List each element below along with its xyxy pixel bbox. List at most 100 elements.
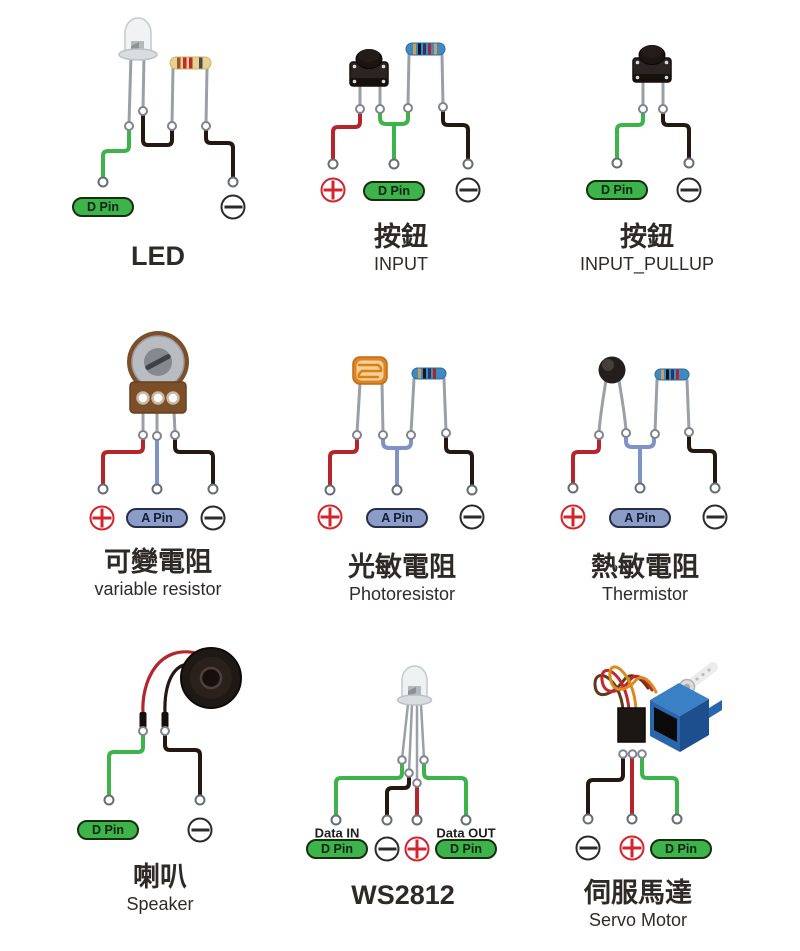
d-pin-label: D Pin bbox=[363, 181, 425, 201]
variable-resistor-title: 可變電阻 bbox=[103, 547, 212, 577]
component-legs bbox=[127, 53, 209, 126]
data-out-label: Data OUT bbox=[436, 825, 496, 841]
black-wire bbox=[173, 435, 215, 489]
panel-variable-resistor: A Pin 可變電阻 variable resistor bbox=[40, 320, 280, 620]
led-component bbox=[118, 17, 158, 61]
green-wire bbox=[107, 731, 145, 800]
plus-terminal-icon bbox=[619, 835, 645, 861]
terminal-dots bbox=[324, 428, 478, 496]
button-input-circuit-drawing bbox=[327, 42, 474, 170]
servo-cable-loops bbox=[593, 665, 658, 712]
terminal-dots bbox=[97, 106, 239, 188]
ws2812-title: WS2812 bbox=[351, 880, 455, 910]
variable-resistor-subtitle: variable resistor bbox=[94, 579, 222, 600]
panel-photoresistor: A Pin 光敏電阻 Photoresistor bbox=[300, 330, 520, 620]
red-wire bbox=[101, 435, 145, 489]
d-pin-label: D Pin bbox=[72, 197, 134, 217]
button-pullup-circuit-drawing bbox=[611, 45, 695, 169]
panel-servo: D Pin 伺服馬達 Servo Motor bbox=[550, 630, 790, 950]
d-pin-label: D Pin bbox=[650, 839, 712, 859]
black-wire bbox=[687, 431, 717, 488]
d-pin-text: D Pin bbox=[601, 182, 633, 197]
black-wire bbox=[163, 731, 202, 800]
thermistor-circuit-drawing bbox=[567, 356, 721, 494]
button-subtitle: INPUT_PULLUP bbox=[579, 254, 715, 275]
green-wire bbox=[378, 109, 410, 164]
speaker-title: 喇叭 bbox=[132, 862, 187, 892]
thermistor-component bbox=[598, 356, 626, 384]
minus-terminal-icon bbox=[459, 504, 485, 530]
resistor-component bbox=[405, 42, 446, 56]
data-in-label: Data IN bbox=[314, 825, 360, 841]
servo-motor-component bbox=[650, 662, 722, 752]
photoresistor-subtitle: Photoresistor bbox=[348, 584, 456, 605]
blue-wire bbox=[624, 433, 656, 488]
button-title: 按鈕 bbox=[374, 222, 428, 252]
black-wire bbox=[441, 107, 470, 164]
black-wire bbox=[385, 773, 411, 819]
green-wire bbox=[615, 109, 645, 163]
photoresistor-title: 光敏電阻 bbox=[348, 552, 456, 582]
terminal-dots bbox=[103, 726, 206, 806]
pushbutton-component bbox=[349, 49, 389, 87]
button-subtitle: INPUT bbox=[374, 254, 428, 275]
speaker-circuit-drawing bbox=[103, 647, 242, 806]
servo-subtitle: Servo Motor bbox=[588, 910, 688, 931]
plus-terminal-icon bbox=[560, 504, 586, 530]
a-pin-label: A Pin bbox=[366, 508, 428, 528]
photoresistor-circuit-drawing bbox=[324, 356, 478, 496]
servo-title: 伺服馬達 bbox=[584, 878, 692, 908]
minus-terminal-icon bbox=[676, 177, 702, 203]
terminal-dots bbox=[611, 104, 695, 169]
d-pin-label: D Pin bbox=[586, 180, 648, 200]
blue-wire bbox=[381, 434, 413, 490]
thermistor-subtitle: Thermistor bbox=[601, 584, 688, 605]
component-legs bbox=[355, 377, 448, 435]
speaker-subtitle: Speaker bbox=[126, 894, 194, 915]
black-wire bbox=[204, 126, 235, 182]
d-pin-text: D Pin bbox=[450, 841, 482, 856]
d-pin-text: D Pin bbox=[321, 841, 353, 856]
data-out-green-wire bbox=[422, 760, 468, 819]
plus-terminal-icon bbox=[404, 836, 430, 862]
speaker-red-lead bbox=[141, 650, 202, 716]
servo-connector-block bbox=[617, 707, 646, 743]
panel-speaker: D Pin 喇叭 Speaker bbox=[40, 630, 280, 940]
minus-terminal-icon bbox=[374, 836, 400, 862]
a-pin-text: A Pin bbox=[624, 510, 656, 525]
d-pin-label: D Pin bbox=[77, 820, 139, 840]
plus-terminal-icon bbox=[317, 504, 343, 530]
panel-title: 按鈕 INPUT_PULLUP bbox=[580, 222, 714, 276]
button-title: 按鈕 bbox=[619, 222, 674, 252]
black-wire bbox=[586, 755, 625, 818]
d-pin-out-label: D Pin bbox=[435, 839, 497, 859]
d-pin-text: D Pin bbox=[378, 183, 410, 198]
minus-terminal-icon bbox=[220, 194, 246, 220]
servo-circuit-drawing bbox=[582, 662, 722, 825]
component-legs bbox=[597, 378, 691, 435]
panel-thermistor: A Pin 熱敏電阻 Thermistor bbox=[550, 330, 780, 620]
thermistor-title: 熱敏電阻 bbox=[591, 552, 699, 582]
black-wire bbox=[444, 432, 474, 490]
red-wire bbox=[571, 435, 601, 488]
minus-terminal-icon bbox=[575, 835, 601, 861]
panel-title: 光敏電阻 Photoresistor bbox=[348, 552, 456, 606]
photoresistor-component bbox=[352, 356, 388, 385]
panel-title: 可變電阻 variable resistor bbox=[94, 547, 221, 601]
a-pin-text: A Pin bbox=[381, 510, 413, 525]
resistor-component bbox=[654, 368, 690, 381]
crimp-connectors bbox=[139, 712, 169, 728]
minus-terminal-icon bbox=[200, 505, 226, 531]
a-pin-text: A Pin bbox=[141, 510, 173, 525]
d-pin-text: D Pin bbox=[665, 841, 697, 856]
terminal-dots bbox=[582, 749, 683, 825]
green-wire bbox=[640, 755, 679, 818]
ws2812-circuit-drawing bbox=[330, 665, 472, 826]
led-title: LED bbox=[131, 241, 185, 271]
led-circuit-drawing bbox=[97, 17, 239, 188]
terminal-dots bbox=[97, 430, 219, 495]
minus-terminal-icon bbox=[455, 177, 481, 203]
black-wire bbox=[661, 109, 691, 163]
component-legs bbox=[641, 78, 665, 108]
green-wire bbox=[101, 125, 131, 182]
